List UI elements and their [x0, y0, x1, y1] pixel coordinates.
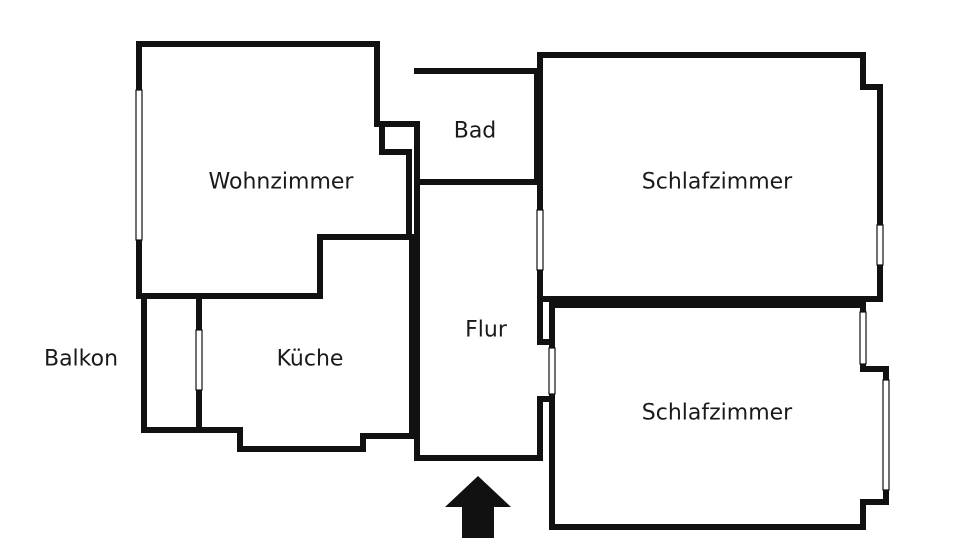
wall-kueche — [196, 234, 415, 452]
room-label-flur: Flur — [465, 317, 507, 343]
window-schlafzimmer-top-left — [536, 209, 544, 271]
wall-wohnzimmer — [136, 41, 412, 299]
wall-balkon — [141, 293, 202, 433]
wall-bad — [379, 68, 540, 185]
room-label-bad: Bad — [453, 118, 497, 144]
room-label-wohnzimmer: Wohnzimmer — [208, 169, 354, 195]
window-schlafzimmer-bottom-side — [859, 311, 867, 365]
window-kueche — [195, 329, 203, 391]
room-label-schlafzimmer-top: Schlafzimmer — [641, 169, 793, 195]
window-schlafzimmer-bottom-left — [548, 347, 556, 395]
arrow-up-icon — [445, 476, 511, 538]
room-label-schlafzimmer-bottom: Schlafzimmer — [641, 400, 793, 426]
wall-flur — [414, 179, 553, 461]
wall-flur-right — [537, 296, 555, 345]
window-schlafzimmer-top-right — [876, 224, 884, 266]
window-wohnzimmer — [135, 89, 143, 241]
window-schlafzimmer-bottom-right — [882, 379, 890, 491]
room-label-balkon: Balkon — [43, 346, 119, 372]
room-label-kueche: Küche — [276, 346, 344, 372]
